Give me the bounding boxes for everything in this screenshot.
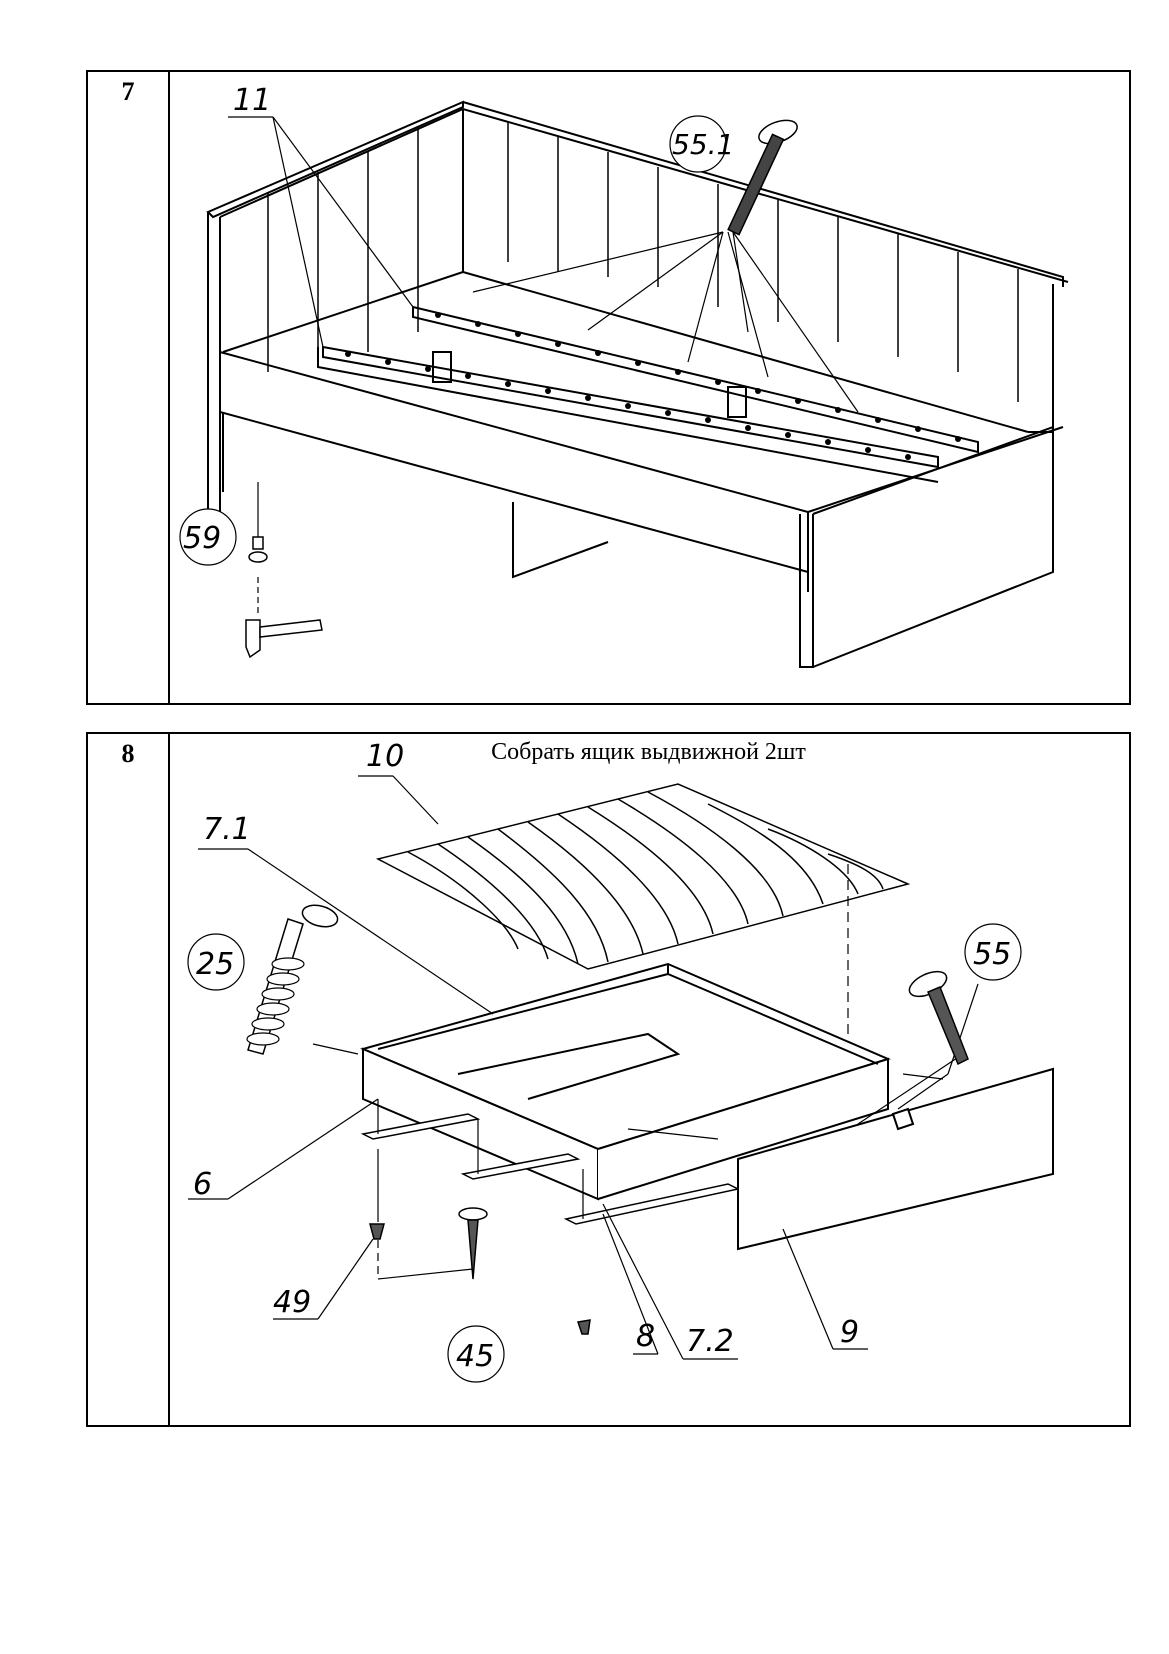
clip-icon xyxy=(369,1223,591,1335)
drawer-assembly-drawing: 10 7.1 25 55 6 49 45 8 7.2 9 xyxy=(187,739,1054,1383)
step-number: 8 xyxy=(121,739,135,768)
label-dowel: 25 xyxy=(196,947,234,982)
label-runner: 8 xyxy=(636,1319,655,1354)
label-bolt: 55 xyxy=(973,937,1011,972)
step-8-panel: 8 Собрать ящик выдвижной 2шт xyxy=(86,732,1131,1427)
label-back-wall: 7.1 xyxy=(203,812,251,847)
bed-assembly-drawing: 11 55.1 59 xyxy=(179,83,1069,668)
label-side-right: 7.2 xyxy=(686,1324,734,1359)
step-title: Собрать ящик выдвижной 2шт xyxy=(491,739,806,765)
step-7-panel: 7 xyxy=(86,70,1131,705)
screw-icon xyxy=(458,1207,488,1280)
label-bolt-55-1: 55.1 xyxy=(672,128,734,161)
bolt-icon xyxy=(727,119,798,236)
label-front: 9 xyxy=(840,1315,859,1350)
label-clip: 49 xyxy=(273,1285,311,1320)
hammer-icon xyxy=(245,619,323,659)
dowel-icon xyxy=(246,904,339,1055)
step-number: 7 xyxy=(121,77,135,106)
label-rail: 11 xyxy=(233,83,271,118)
label-side: 6 xyxy=(193,1167,212,1202)
label-bottom-panel: 10 xyxy=(366,739,404,774)
step-number-column: 7 xyxy=(88,72,170,703)
label-glide: 59 xyxy=(183,521,221,556)
bolt-icon xyxy=(908,970,969,1066)
label-screw: 45 xyxy=(456,1339,494,1374)
step-number-column: 8 xyxy=(88,734,170,1425)
